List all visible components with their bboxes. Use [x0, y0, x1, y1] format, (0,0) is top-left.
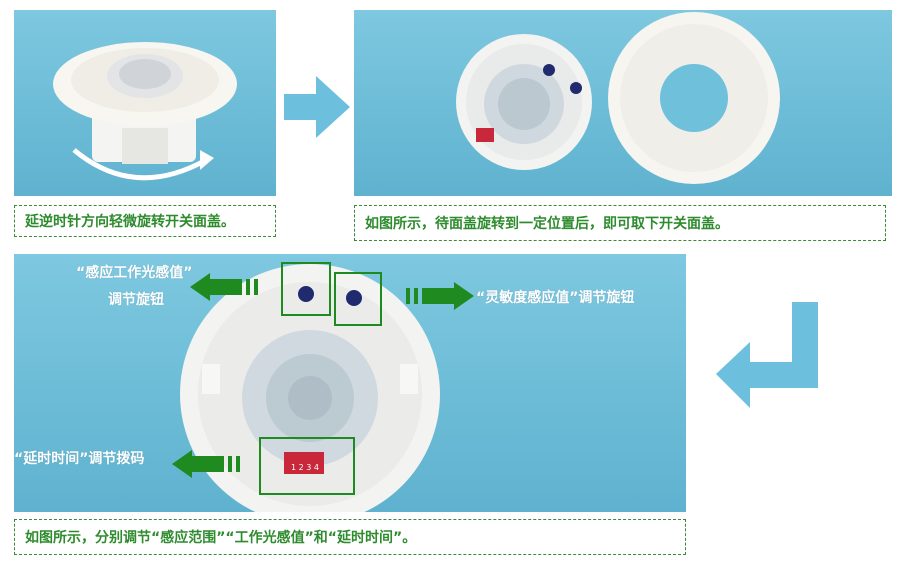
- caption-step-1: 延逆时针方向轻微旋转开关面盖。: [14, 205, 276, 237]
- arrow-right-green-icon: [406, 282, 474, 310]
- label-light-value-line2: 调节旋钮: [108, 292, 164, 308]
- label-sensitivity: “灵敏度感应值”调节旋钮: [476, 290, 635, 306]
- sensor-open-illustration: [456, 12, 780, 184]
- dip-numbers: 1 2 3 4: [291, 463, 319, 472]
- label-delay: “延时时间”调节拨码: [14, 451, 145, 467]
- arrow-return-icon: [716, 302, 818, 408]
- sensitivity-knob-highlight: [334, 272, 382, 326]
- arrow-right-icon: [284, 76, 350, 138]
- photo-adjustment-controls: [14, 254, 686, 512]
- light-knob-highlight: [281, 262, 331, 316]
- photo-rotate-cover: [14, 10, 276, 196]
- sensor-controls-illustration: [180, 264, 440, 512]
- label-light-value-line1: “感应工作光感值”: [76, 265, 193, 281]
- arrow-left-delay-icon: [172, 450, 240, 478]
- photo-cover-removed: [354, 10, 892, 196]
- caption-step-2: 如图所示，待面盖旋转到一定位置后，即可取下开关面盖。: [354, 205, 886, 241]
- caption-step-3: 如图所示，分别调节“感应范围”“工作光感值”和“延时时间”。: [14, 519, 686, 555]
- arrow-left-icon: [190, 273, 258, 301]
- sensor-cover-illustration: [53, 42, 237, 181]
- dip-switch-highlight: 1 2 3 4: [259, 437, 355, 495]
